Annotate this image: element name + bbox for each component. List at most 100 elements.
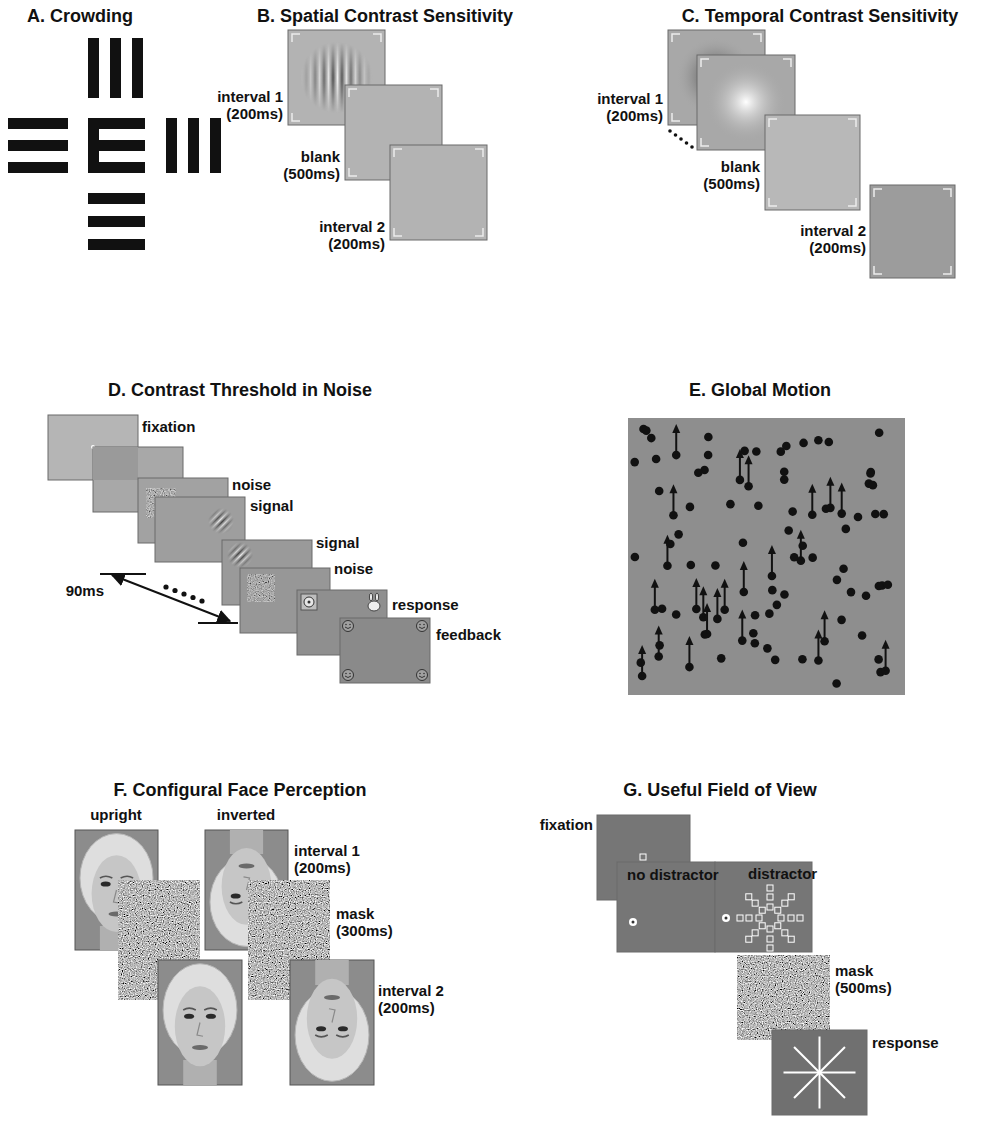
annotation-label: response	[872, 1034, 939, 1051]
photo-ground	[158, 960, 242, 1085]
mouth	[192, 1045, 208, 1050]
smiley-face	[343, 621, 354, 632]
screen-rect	[390, 145, 487, 240]
motion-dot	[858, 631, 867, 640]
sequence-dot	[190, 595, 195, 600]
motion-arrow	[658, 632, 660, 656]
motion-arrow	[724, 586, 726, 610]
corner-mark	[292, 34, 300, 42]
motion-arrowhead	[882, 640, 890, 649]
screen-frame	[390, 145, 487, 240]
motion-arrow	[885, 647, 887, 671]
face-oval	[307, 979, 357, 1059]
letter-bar	[88, 162, 145, 173]
letter-bar	[88, 216, 145, 227]
distractor-square	[797, 915, 803, 921]
motion-arrow	[824, 617, 826, 641]
panel-title: D. Contrast Threshold in Noise	[108, 380, 372, 401]
distractor-square	[767, 945, 773, 951]
eyebrow	[183, 1008, 196, 1010]
distractor-square	[767, 885, 773, 891]
motion-arrow	[706, 610, 708, 634]
motion-arrow	[811, 491, 813, 515]
response-spoke	[819, 1037, 821, 1073]
motion-arrowhead	[713, 588, 721, 597]
motion-dot	[751, 639, 760, 648]
distractor-square	[782, 930, 788, 936]
distractor-square	[746, 894, 752, 900]
distractor-square	[782, 900, 788, 906]
panel-title: B. Spatial Contrast Sensitivity	[257, 6, 513, 27]
sequence-dot	[674, 133, 678, 137]
motion-arrow	[743, 568, 745, 592]
annotation-label: interval 2 (200ms)	[305, 218, 385, 253]
response-icon	[301, 594, 317, 610]
motion-dot	[814, 436, 823, 445]
corner-mark	[848, 119, 856, 127]
eyebrow	[204, 1008, 217, 1010]
motion-dot	[879, 510, 888, 519]
noise-mask	[737, 955, 830, 1040]
response-icon	[304, 597, 314, 607]
sequence-dot	[679, 137, 683, 141]
smiley-face	[417, 670, 428, 681]
annotation-label: no distractor	[627, 866, 719, 883]
gabor-patch	[208, 508, 234, 534]
smiley-eye	[345, 624, 347, 626]
motion-arrowhead	[672, 424, 680, 433]
annotation-label: signal	[250, 497, 293, 514]
distractor-square	[767, 894, 773, 900]
photo-ground	[290, 960, 374, 1085]
sequence-dot	[181, 591, 186, 596]
sequence-dot	[163, 584, 168, 589]
motion-dot	[674, 530, 683, 539]
smiley-eye	[345, 673, 347, 675]
response-spoke	[820, 1072, 856, 1074]
letter-bar	[88, 193, 145, 204]
letter-bar	[110, 38, 121, 98]
annotation-label: blank (500ms)	[260, 148, 340, 183]
panel-title: C. Temporal Contrast Sensitivity	[682, 6, 959, 27]
letter-bar	[88, 239, 145, 250]
motion-dot	[788, 507, 797, 516]
corner-mark	[701, 59, 709, 67]
motion-arrowhead	[740, 561, 748, 570]
corner-mark	[874, 266, 882, 274]
distractor-square	[759, 907, 765, 913]
annotation-label: interval 2 (200ms)	[786, 222, 866, 257]
nose	[329, 1009, 335, 1023]
sequence-dot	[199, 598, 204, 603]
annotation-label: response	[392, 596, 459, 613]
motion-arrowhead	[721, 579, 729, 588]
letter-bar	[132, 38, 143, 98]
smiley-face	[343, 670, 354, 681]
letter-bar	[8, 162, 68, 173]
global-motion-figure	[628, 418, 905, 695]
motion-dot	[768, 586, 777, 595]
annotation-label: mask (500ms)	[835, 962, 915, 997]
corner-mark	[394, 149, 402, 157]
motion-dot	[631, 553, 640, 562]
smiley-mouth	[419, 627, 425, 629]
letter-bar	[88, 38, 99, 98]
motion-dot	[686, 503, 695, 512]
crowding-figure	[8, 38, 221, 250]
motion-dot	[666, 540, 675, 549]
mouth	[239, 863, 255, 868]
smiley-eye	[419, 673, 421, 675]
motion-dot	[780, 475, 789, 484]
corner-mark	[292, 113, 300, 121]
annotation-label: interval 1 (200ms)	[203, 88, 283, 123]
motion-dot	[875, 429, 884, 438]
shaded-quadrant	[93, 447, 138, 480]
response-spoke	[794, 1073, 819, 1098]
panel-title: A. Crowding	[27, 6, 133, 27]
panel-title: F. Configural Face Perception	[113, 780, 366, 801]
smiley-eye	[419, 624, 421, 626]
motion-dot	[842, 525, 851, 534]
sequence-dot	[668, 129, 672, 133]
motion-dot	[672, 610, 681, 619]
panel-title: E. Global Motion	[689, 380, 831, 401]
distractor-square	[752, 900, 758, 906]
screen-frame	[340, 618, 430, 683]
